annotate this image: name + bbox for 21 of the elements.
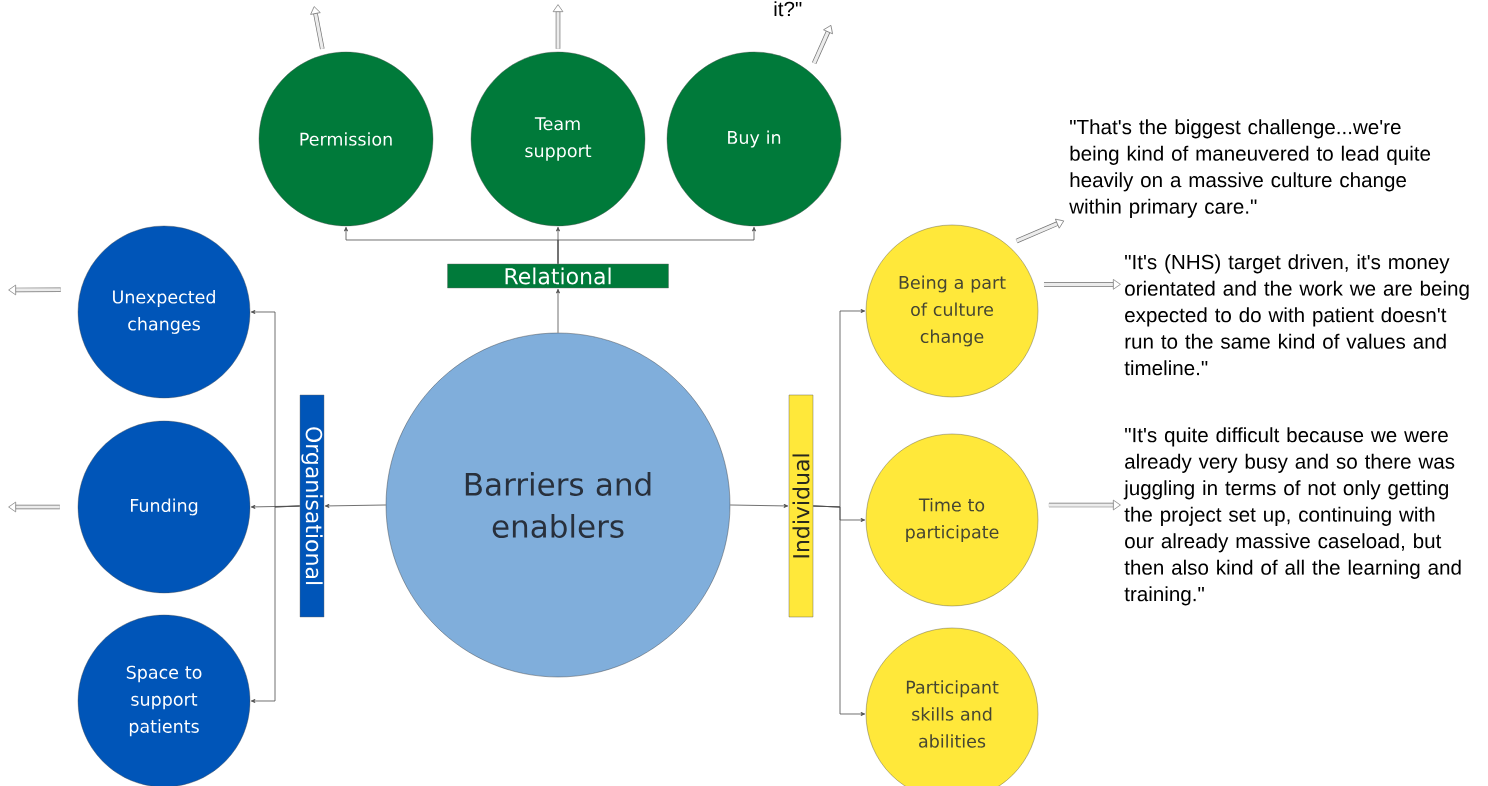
hollow-arrow: [812, 25, 833, 64]
hollow-arrow: [1015, 218, 1065, 244]
connector-arrow: [557, 226, 756, 265]
hollow-arrow: [8, 284, 61, 296]
category-bar: Individual: [788, 394, 814, 618]
quote-text: "It's (NHS) target driven, it's money orientated and the work we are being expected to do with patient doesn't run to the same kind of values and timeline.": [1124, 254, 1469, 376]
hollow-arrow: [1048, 499, 1121, 511]
connector-arrow: [324, 503, 387, 508]
connector-arrow: [729, 503, 789, 508]
connector-arrow: [250, 505, 301, 703]
connector-arrow: [556, 288, 560, 334]
hollow-arrow: [552, 4, 564, 49]
category-bar: Relational: [447, 263, 669, 289]
quote-text: "That's the biggest challenge...we're being kind of maneuvered to lead quite heavily on a massive culture change within primary care.": [1069, 119, 1431, 218]
quote-text: "It's quite difficult because we were already very busy and so there was juggling in terms of not only getting the project set up, continuing with our already massive caseload, but then also kind of all the learning and training.": [1123, 427, 1461, 606]
hollow-arrow: [8, 501, 60, 513]
hollow-arrow: [1044, 279, 1121, 290]
quote-text: it?": [774, 1, 802, 17]
category-bar: Organisational: [299, 394, 325, 618]
hollow-arrow: [310, 6, 325, 50]
connector-arrow: [812, 505, 866, 716]
